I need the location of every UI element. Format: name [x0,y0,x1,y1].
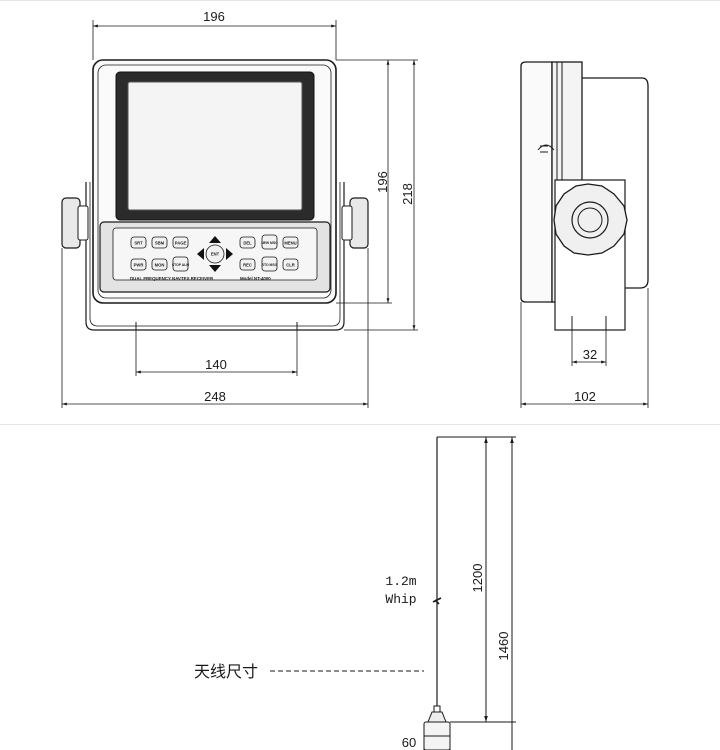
key-srt[interactable] [130,236,147,249]
antenna-base [427,711,447,723]
model-label: Model NT-4000 [240,276,271,281]
mounting-bracket [85,182,345,331]
whip-label-length: 1.2m [385,574,416,589]
dim-height-total: 218 [400,183,415,205]
key-pwr[interactable] [130,258,147,271]
dim-depth: 102 [574,389,596,404]
side-housing [520,61,553,303]
key-label: PWR [134,263,144,268]
key-label: CLR [286,263,295,268]
key-label: SBM [155,241,165,246]
panel-caption: DUAL FREQUENCY NAVTEX RECEIVER [130,276,214,281]
top-frame-line [0,0,720,1]
key-clr[interactable] [282,258,299,271]
key-label: PAGE [175,241,187,246]
key-menu[interactable] [282,236,299,249]
side-dimensions [520,288,649,408]
key-new-msg[interactable] [261,234,278,250]
dim-bracket-holes: 140 [205,357,227,372]
dim-width-display: 196 [203,9,225,24]
whip-label-type: Whip [385,592,416,607]
dpad-arrows [197,236,233,272]
key-mon[interactable] [151,258,168,271]
front-view [61,59,369,331]
dim-base: 60 [402,735,416,750]
key-sto-msg[interactable] [261,256,278,272]
key-label: DEL [243,241,252,246]
key-label: STOP ALM [172,263,189,267]
dim-slot: 32 [583,347,597,362]
key-label: MENU [284,241,296,246]
arrow-left-icon[interactable] [197,248,204,260]
right-knob [349,197,369,249]
key-label: STO MSG [262,263,278,267]
key-label: MON [155,263,165,268]
key-label: ENT [211,252,220,257]
key-stop-alm[interactable] [172,256,189,272]
arrow-down-icon[interactable] [209,265,221,272]
dim-total: 1460 [496,632,511,661]
key-page[interactable] [172,236,189,249]
front-dimensions [61,20,418,408]
key-del[interactable] [239,236,256,249]
key-sbm[interactable] [151,236,168,249]
section-divider [0,424,720,425]
antenna-drawing [270,436,516,750]
left-knob [61,197,81,249]
dim-height-display: 196 [375,171,390,193]
side-knob [553,183,628,256]
key-label: NEW MSG [261,241,278,245]
key-rec[interactable] [239,258,256,271]
antenna-size-label: 天线尺寸 [194,662,258,681]
dim-bracket-width: 248 [204,389,226,404]
side-view [520,61,649,331]
key-label: REC [243,263,252,268]
dim-whip: 1200 [470,564,485,593]
key-ent[interactable] [205,244,225,264]
arrow-up-icon[interactable] [209,236,221,243]
arrow-right-icon[interactable] [226,248,233,260]
key-label: SRT [134,241,143,246]
lcd-screen [127,81,303,211]
